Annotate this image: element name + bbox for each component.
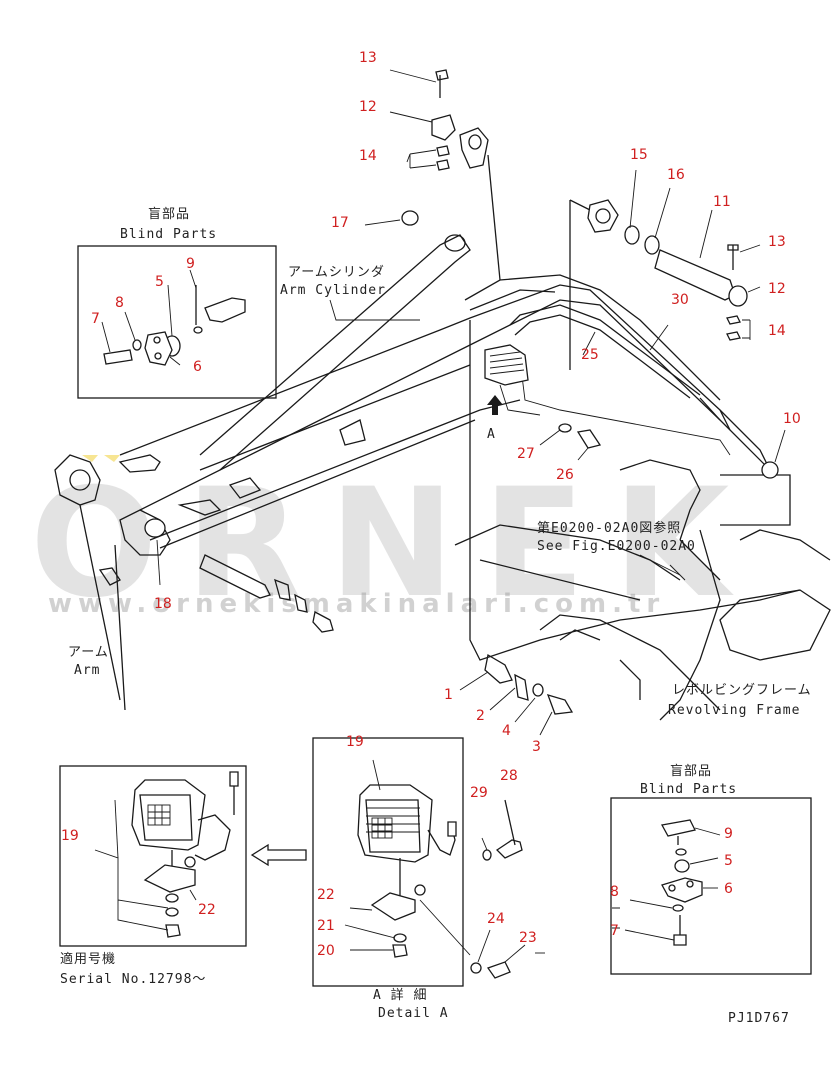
arm-en: Arm xyxy=(74,663,100,678)
callout-13a: 13 xyxy=(359,50,377,66)
callout-26: 26 xyxy=(556,467,574,483)
blind-parts-box-top: 盲部品 Blind Parts xyxy=(77,206,277,399)
transfer-arrow xyxy=(250,843,307,867)
callout-13b: 13 xyxy=(768,234,786,250)
callout-22-serial: 22 xyxy=(198,902,216,918)
see-fig-en: See Fig.E0200-02A0 xyxy=(537,539,696,554)
blind-parts-jp-top: 盲部品 xyxy=(148,206,190,222)
serial-en: Serial No.12798〜 xyxy=(60,972,206,987)
pin-washer-18 xyxy=(144,518,166,538)
callout-12b: 12 xyxy=(768,281,786,297)
callout-14b: 14 xyxy=(768,323,786,339)
serial-lamp-box: 適用号機 Serial No.12798〜 xyxy=(59,765,247,987)
see-fig-jp: 第E0200-02A0図参照 xyxy=(537,520,681,536)
callout-25: 25 xyxy=(581,347,599,363)
blind-parts-jp-bottom: 盲部品 xyxy=(670,763,712,779)
callout-29: 29 xyxy=(470,785,488,801)
callout-22-detail: 22 xyxy=(317,887,335,903)
detail-a-jp: A 詳 細 xyxy=(373,987,427,1003)
watermark-url: www.ornekismakinalari.com.tr xyxy=(48,589,665,619)
callout-23: 23 xyxy=(519,930,537,946)
arm-structure xyxy=(54,234,771,711)
blind-parts-box-bottom: 盲部品 Blind Parts xyxy=(610,763,812,975)
revolving-frame-label: レボルビングフレーム Revolving Frame xyxy=(668,683,812,718)
callout-10: 10 xyxy=(783,411,801,427)
leader-lines xyxy=(156,69,786,736)
callout-7a: 7 xyxy=(91,311,100,327)
callout-11: 11 xyxy=(713,194,731,210)
top-clamp-assembly xyxy=(401,69,501,281)
arm-jp: アーム xyxy=(68,645,109,660)
callout-8a: 8 xyxy=(115,295,124,311)
callout-15: 15 xyxy=(630,147,648,163)
callout-19-detail: 19 xyxy=(346,734,364,750)
callout-9b: 9 xyxy=(724,826,733,842)
callout-17: 17 xyxy=(331,215,349,231)
left-arrow-icon xyxy=(250,843,307,867)
callout-9a: 9 xyxy=(186,256,195,272)
watermark-brand: ORNEK xyxy=(30,457,757,631)
revolving-frame xyxy=(454,199,831,721)
serial-jp: 適用号機 xyxy=(60,951,116,967)
see-fig-label: 第E0200-02A0図参照 See Fig.E0200-02A0 xyxy=(537,520,696,576)
arm-cylinder-jp: アームシリンダ xyxy=(288,265,385,280)
wire-harness xyxy=(499,304,731,456)
callout-18: 18 xyxy=(154,596,172,612)
drawing-code: PJ1D767 xyxy=(728,1011,790,1026)
view-a-label: A xyxy=(487,427,496,442)
callout-12a: 12 xyxy=(359,99,377,115)
callout-21: 21 xyxy=(317,918,335,934)
callout-16: 16 xyxy=(667,167,685,183)
callout-27: 27 xyxy=(517,446,535,462)
revolving-frame-en: Revolving Frame xyxy=(668,703,800,718)
work-lamp-assembly: A xyxy=(484,344,529,442)
callout-20: 20 xyxy=(317,943,335,959)
callout-28: 28 xyxy=(500,768,518,784)
callout-5a: 5 xyxy=(155,274,164,290)
blind-parts-en-bottom: Blind Parts xyxy=(640,782,737,797)
callout-6b: 6 xyxy=(724,881,733,897)
revolving-frame-jp: レボルビングフレーム xyxy=(672,683,812,698)
watermark: ORNEK www.ornekismakinalari.com.tr xyxy=(30,455,757,631)
callout-4: 4 xyxy=(502,723,511,739)
callout-5b: 5 xyxy=(724,853,733,869)
callout-3: 3 xyxy=(532,739,541,755)
washer-10 xyxy=(761,461,779,479)
callout-14a: 14 xyxy=(359,148,377,164)
watermark-accent-right xyxy=(104,455,120,462)
callout-1: 1 xyxy=(444,687,453,703)
callout-7b: 7 xyxy=(610,923,619,939)
callout-8b: 8 xyxy=(610,884,619,900)
arm-label: アーム Arm xyxy=(68,645,109,678)
detail-a-box: A 詳 細 Detail A xyxy=(312,737,471,1021)
blind-parts-en-top: Blind Parts xyxy=(120,227,217,242)
callout-24: 24 xyxy=(487,911,505,927)
callout-6a: 6 xyxy=(193,359,202,375)
detail-a-bolts xyxy=(470,799,545,979)
arm-cylinder-en: Arm Cylinder xyxy=(280,283,386,298)
callout-30: 30 xyxy=(671,292,689,308)
callout-2: 2 xyxy=(476,708,485,724)
frame-bolts xyxy=(484,423,602,715)
arm-cylinder-label: アームシリンダ Arm Cylinder xyxy=(280,265,420,321)
callout-19-serial: 19 xyxy=(61,828,79,844)
watermark-accent-left xyxy=(82,455,98,462)
boom-pin-assembly xyxy=(587,199,748,341)
view-a-arrow-icon xyxy=(487,395,503,415)
part-callouts: 13 12 14 17 15 16 11 13 12 30 14 25 10 2… xyxy=(61,50,801,959)
detail-a-en: Detail A xyxy=(378,1006,449,1021)
